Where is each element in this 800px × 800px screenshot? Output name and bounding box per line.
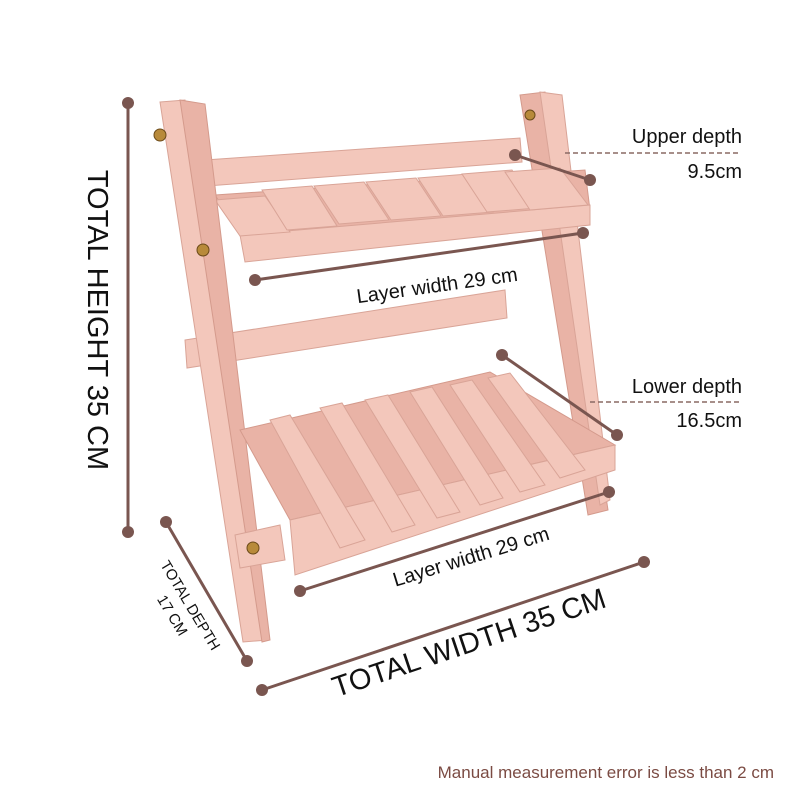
measurement-error-note: Manual measurement error is less than 2 … <box>438 763 774 782</box>
lower-depth-dimension: Lower depth 16.5cm <box>496 349 742 441</box>
total-height-label: TOTAL HEIGHT 35 CM <box>81 170 113 470</box>
lower-depth-value: 16.5cm <box>676 410 742 432</box>
plant-shelf-illustration <box>153 91 617 643</box>
lower-depth-title: Lower depth <box>632 376 742 398</box>
screw-icon <box>524 109 536 121</box>
upper-slats <box>214 167 589 237</box>
upper-depth-title: Upper depth <box>632 126 742 148</box>
total-height-dimension: TOTAL HEIGHT 35 CM <box>81 97 134 538</box>
upper-depth-value: 9.5cm <box>688 161 742 183</box>
total-width-label: TOTAL WIDTH 35 CM <box>328 583 610 704</box>
screw-icon <box>153 128 167 142</box>
total-width-dimension: TOTAL WIDTH 35 CM <box>256 556 650 704</box>
screw-icon <box>196 243 210 257</box>
lower-slats <box>269 372 586 549</box>
screw-icon <box>246 541 260 555</box>
upper-depth-dimension: Upper depth 9.5cm <box>509 126 742 186</box>
